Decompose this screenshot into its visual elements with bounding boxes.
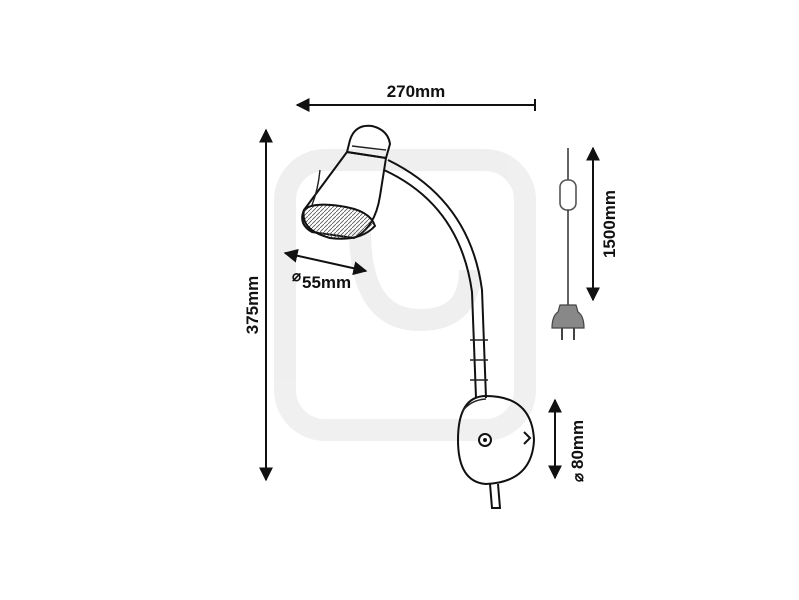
base-diameter-label: 80mm: [568, 420, 587, 469]
shade-diameter-dimension: ⌀ 55mm: [283, 248, 368, 292]
plug-icon: [551, 304, 585, 329]
width-label: 270mm: [387, 82, 446, 101]
inline-switch: [559, 179, 577, 211]
power-cable: [551, 148, 585, 340]
shade-diameter-label: 55mm: [302, 273, 351, 292]
watermark-logo: [274, 149, 536, 441]
base-diameter-dimension: ⌀ 80mm: [548, 398, 587, 482]
cable-length-dimension: 1500mm: [586, 146, 619, 302]
gooseneck-arm: [383, 159, 488, 399]
height-label: 375mm: [243, 276, 262, 335]
lamp-head: [301, 124, 392, 240]
shade-diameter-symbol: ⌀: [292, 268, 301, 285]
height-dimension: 375mm: [243, 128, 273, 482]
wall-base: [456, 394, 536, 509]
base-diameter-symbol: ⌀: [570, 473, 587, 482]
width-dimension: 270mm: [295, 82, 536, 112]
cable-length-label: 1500mm: [600, 190, 619, 258]
